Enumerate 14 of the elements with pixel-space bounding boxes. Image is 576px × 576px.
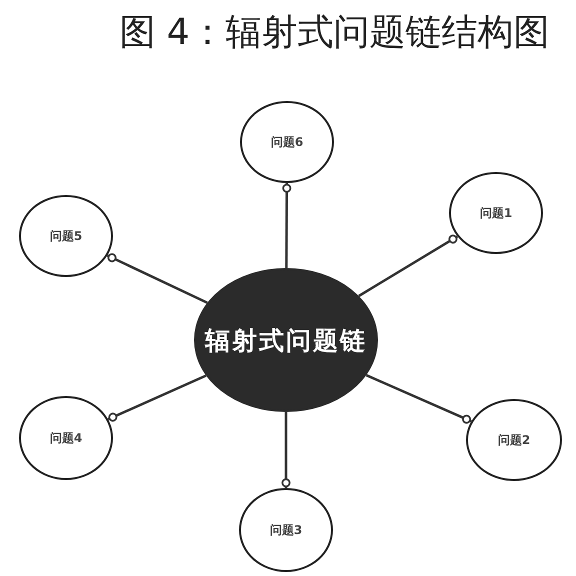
- connector-line: [106, 253, 208, 304]
- question-text: 问题3: [270, 522, 302, 538]
- connector-line: [366, 374, 472, 424]
- question-text: 问题5: [50, 228, 82, 244]
- question-text: 问题4: [50, 430, 82, 446]
- question-text: 问题2: [498, 432, 530, 448]
- question-text: 问题1: [480, 204, 512, 222]
- question-text: 问题6: [270, 134, 304, 150]
- connector-line: [108, 374, 206, 422]
- figure-title: 图 4：辐射式问题链结构图: [118, 11, 551, 55]
- connector-line: [282, 412, 290, 488]
- hub-text: 辐射式问题链: [205, 324, 367, 356]
- connector-line: [358, 234, 458, 298]
- connector-line: [282, 183, 292, 268]
